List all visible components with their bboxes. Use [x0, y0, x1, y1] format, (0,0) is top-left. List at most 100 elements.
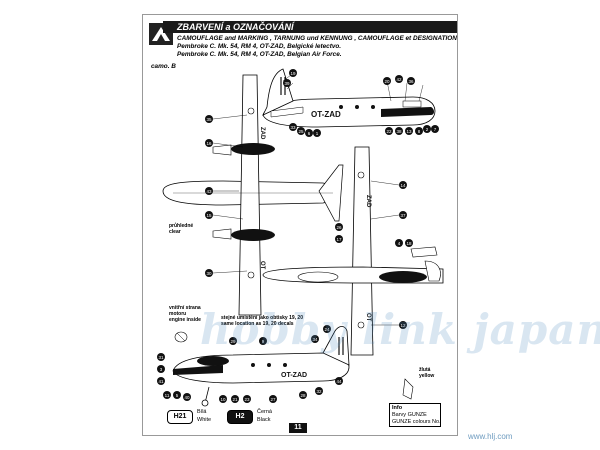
- watermark-logo: hobby link japan: [200, 305, 600, 354]
- svg-text:36: 36: [408, 79, 414, 84]
- label-yellow-cz: žlutá: [419, 367, 431, 373]
- callout-marker: 6: [305, 129, 313, 137]
- subtitle-multilingual: CAMOUFLAGE and MARKING , TARNUNG und KEN…: [177, 35, 457, 42]
- svg-text:38: 38: [396, 129, 402, 134]
- aircraft-drawings: OT-ZAD ZAD OT ZAD OT: [157, 68, 444, 407]
- callout-marker: 32: [315, 387, 323, 395]
- svg-text:18: 18: [406, 241, 412, 246]
- svg-text:28: 28: [300, 393, 306, 398]
- legend-white-cz: Bílá: [197, 409, 207, 415]
- legend-black-en: Black: [257, 417, 271, 423]
- legend-swatch-black: H2: [227, 410, 253, 424]
- callout-marker: 22: [385, 127, 393, 135]
- svg-text:15: 15: [206, 213, 212, 218]
- svg-text:ZAD: ZAD: [365, 195, 371, 208]
- aircraft-line-en: Pembroke C. Mk. 54, RM 4, OT-ZAD, Belgia…: [177, 51, 342, 58]
- callout-marker: 14: [399, 181, 407, 189]
- svg-text:37: 37: [400, 213, 406, 218]
- callout-markers: 19 39 42 20 36 2 7 8 13 38 22 33 25 6 1 …: [157, 69, 439, 403]
- callout-marker: 2: [423, 125, 431, 133]
- svg-text:27: 27: [270, 397, 276, 402]
- bottom-view: ZAD OT: [262, 146, 444, 356]
- label-yellow-en: yellow: [419, 373, 435, 379]
- svg-text:7: 7: [434, 127, 437, 132]
- callout-marker: 10: [219, 395, 227, 403]
- svg-text:25: 25: [298, 129, 304, 134]
- svg-text:39: 39: [284, 81, 290, 86]
- svg-text:29: 29: [230, 339, 236, 344]
- callout-marker: 43: [205, 187, 213, 195]
- svg-text:8: 8: [418, 129, 421, 134]
- callout-marker: 30: [205, 269, 213, 277]
- svg-text:41: 41: [158, 379, 164, 384]
- info-title: Info: [392, 405, 403, 411]
- yellow-detail: [402, 378, 414, 400]
- callout-marker: 34: [311, 335, 319, 343]
- svg-text:19: 19: [290, 71, 296, 76]
- legend-swatch-white: H21: [167, 410, 193, 424]
- callout-marker: 33: [289, 123, 297, 131]
- callout-marker: 29: [229, 337, 237, 345]
- svg-text:33: 33: [290, 125, 296, 130]
- svg-text:6: 6: [308, 131, 311, 136]
- svg-text:1: 1: [316, 131, 319, 136]
- svg-text:11: 11: [165, 393, 170, 398]
- callout-marker: 12: [399, 321, 407, 329]
- callout-marker: 41: [157, 377, 165, 385]
- aircraft-line-cz: Pembroke C. Mk. 54, RM 4, OT-ZAD, Belgic…: [177, 43, 342, 50]
- label-same-location-cz: stejné umístění jako obtisky 19, 20: [221, 315, 303, 321]
- svg-text:21: 21: [232, 397, 238, 402]
- svg-text:34: 34: [312, 337, 318, 342]
- callout-marker: 20: [383, 77, 391, 85]
- legend-black-cz: Černá: [257, 409, 272, 415]
- svg-text:10: 10: [220, 397, 226, 402]
- callout-marker: 18: [405, 239, 413, 247]
- top-view: ZAD OT: [162, 74, 344, 316]
- page-title: ZBARVENÍ a OZNAČOVÁNÍ: [177, 22, 294, 32]
- callout-marker: 38: [395, 127, 403, 135]
- callout-marker: 1: [313, 129, 321, 137]
- svg-text:22: 22: [386, 129, 392, 134]
- camo-scheme-label: camo. B: [151, 63, 176, 70]
- callout-marker: 36: [407, 77, 415, 85]
- svg-text:44: 44: [336, 379, 342, 384]
- kit-logo-icon: [152, 27, 170, 41]
- label-engine-cz-1: vnitřní strana: [169, 305, 201, 311]
- svg-text:9: 9: [262, 339, 265, 344]
- callout-marker: 3: [157, 365, 165, 373]
- svg-text:OT: OT: [365, 313, 371, 322]
- callout-marker: 15: [205, 211, 213, 219]
- svg-text:32: 32: [316, 389, 322, 394]
- svg-text:4: 4: [398, 241, 401, 246]
- svg-text:3: 3: [160, 367, 163, 372]
- callout-marker: 37: [399, 211, 407, 219]
- callout-marker: 28: [299, 391, 307, 399]
- callout-marker: 31: [157, 353, 165, 361]
- info-box: Info Barvy GUNZE GUNZE colours No.: [389, 403, 441, 427]
- callout-marker: 8: [415, 127, 423, 135]
- callout-marker: 5: [173, 391, 181, 399]
- label-clear-cz: průhledné: [169, 223, 194, 229]
- callout-marker: 35: [205, 115, 213, 123]
- page-number: 11: [289, 423, 307, 433]
- svg-text:24: 24: [324, 327, 330, 332]
- callout-marker: 42: [395, 75, 403, 83]
- callout-marker: 11: [163, 391, 171, 399]
- callout-marker: 44: [335, 377, 343, 385]
- callout-marker: 13: [405, 127, 413, 135]
- info-gunze-cz: Barvy GUNZE: [392, 412, 427, 418]
- svg-text:14: 14: [400, 183, 406, 188]
- svg-text:30: 30: [206, 271, 212, 276]
- legend-white-en: White: [197, 417, 212, 423]
- svg-text:20: 20: [384, 79, 390, 84]
- svg-text:17: 17: [336, 237, 342, 242]
- registration-upper-profile: OT-ZAD: [311, 110, 341, 119]
- svg-text:31: 31: [158, 355, 164, 360]
- svg-text:OT: OT: [259, 261, 265, 270]
- callout-marker: 40: [183, 393, 191, 401]
- callout-marker: 25: [297, 127, 305, 135]
- svg-text:42: 42: [396, 77, 402, 82]
- svg-text:43: 43: [206, 189, 212, 194]
- callout-marker: 23: [243, 395, 251, 403]
- callout-marker: 27: [269, 395, 277, 403]
